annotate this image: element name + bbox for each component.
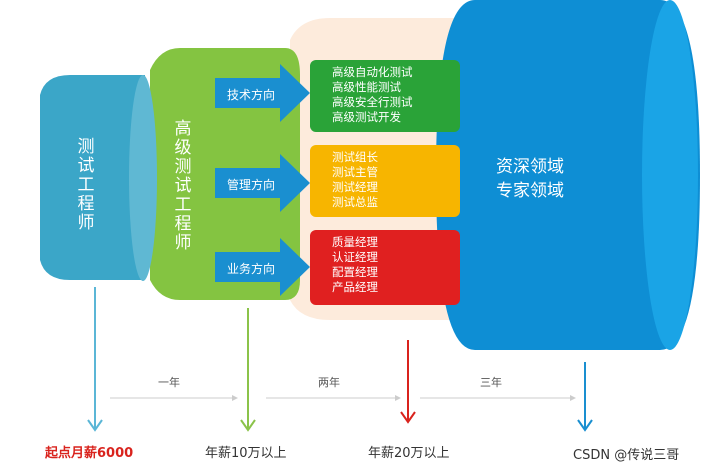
list-item: 高级自动化测试 — [332, 65, 460, 80]
tester-stage-label: 测试工程师 — [75, 138, 97, 233]
list-item: 高级性能测试 — [332, 80, 460, 95]
list-item: 配置经理 — [332, 265, 460, 280]
timeline-arrow-start — [88, 287, 102, 430]
watermark: CSDN @传说三哥 — [573, 444, 679, 463]
list-item: 测试主管 — [332, 165, 460, 180]
timeline-step-3: 三年 — [480, 374, 502, 390]
list-item: 高级测试开发 — [332, 110, 460, 125]
timeline-step-1: 一年 — [158, 374, 180, 390]
senior-tester-stage-label: 高级测试工程师 — [172, 120, 194, 253]
timeline-arrow-year1 — [241, 308, 255, 430]
timeline-arrow-year2 — [401, 340, 415, 422]
list-item: 产品经理 — [332, 280, 460, 295]
expert-line-1: 资深领域 — [470, 155, 590, 179]
list-item: 高级安全行测试 — [332, 95, 460, 110]
expert-line-2: 专家领域 — [470, 179, 590, 203]
list-item: 测试总监 — [332, 195, 460, 210]
list-item: 认证经理 — [332, 250, 460, 265]
list-item: 质量经理 — [332, 235, 460, 250]
direction-label-tech: 技术方向 — [218, 86, 284, 103]
timeline-step-2: 两年 — [318, 374, 340, 390]
mgmt-direction-box: 测试组长 测试主管 测试经理 测试总监 — [310, 145, 460, 217]
expert-stage-label: 资深领域 专家领域 — [470, 155, 590, 203]
biz-direction-box: 质量经理 认证经理 配置经理 产品经理 — [310, 230, 460, 305]
tech-direction-box: 高级自动化测试 高级性能测试 高级安全行测试 高级测试开发 — [310, 60, 460, 132]
direction-label-biz: 业务方向 — [218, 260, 284, 277]
salary-start: 起点月薪6000 — [45, 442, 133, 461]
salary-year2: 年薪20万以上 — [368, 442, 450, 461]
list-item: 测试组长 — [332, 150, 460, 165]
direction-label-mgmt: 管理方向 — [218, 176, 284, 193]
timeline-arrow-year3 — [578, 362, 592, 430]
salary-year1: 年薪10万以上 — [205, 442, 287, 461]
list-item: 测试经理 — [332, 180, 460, 195]
